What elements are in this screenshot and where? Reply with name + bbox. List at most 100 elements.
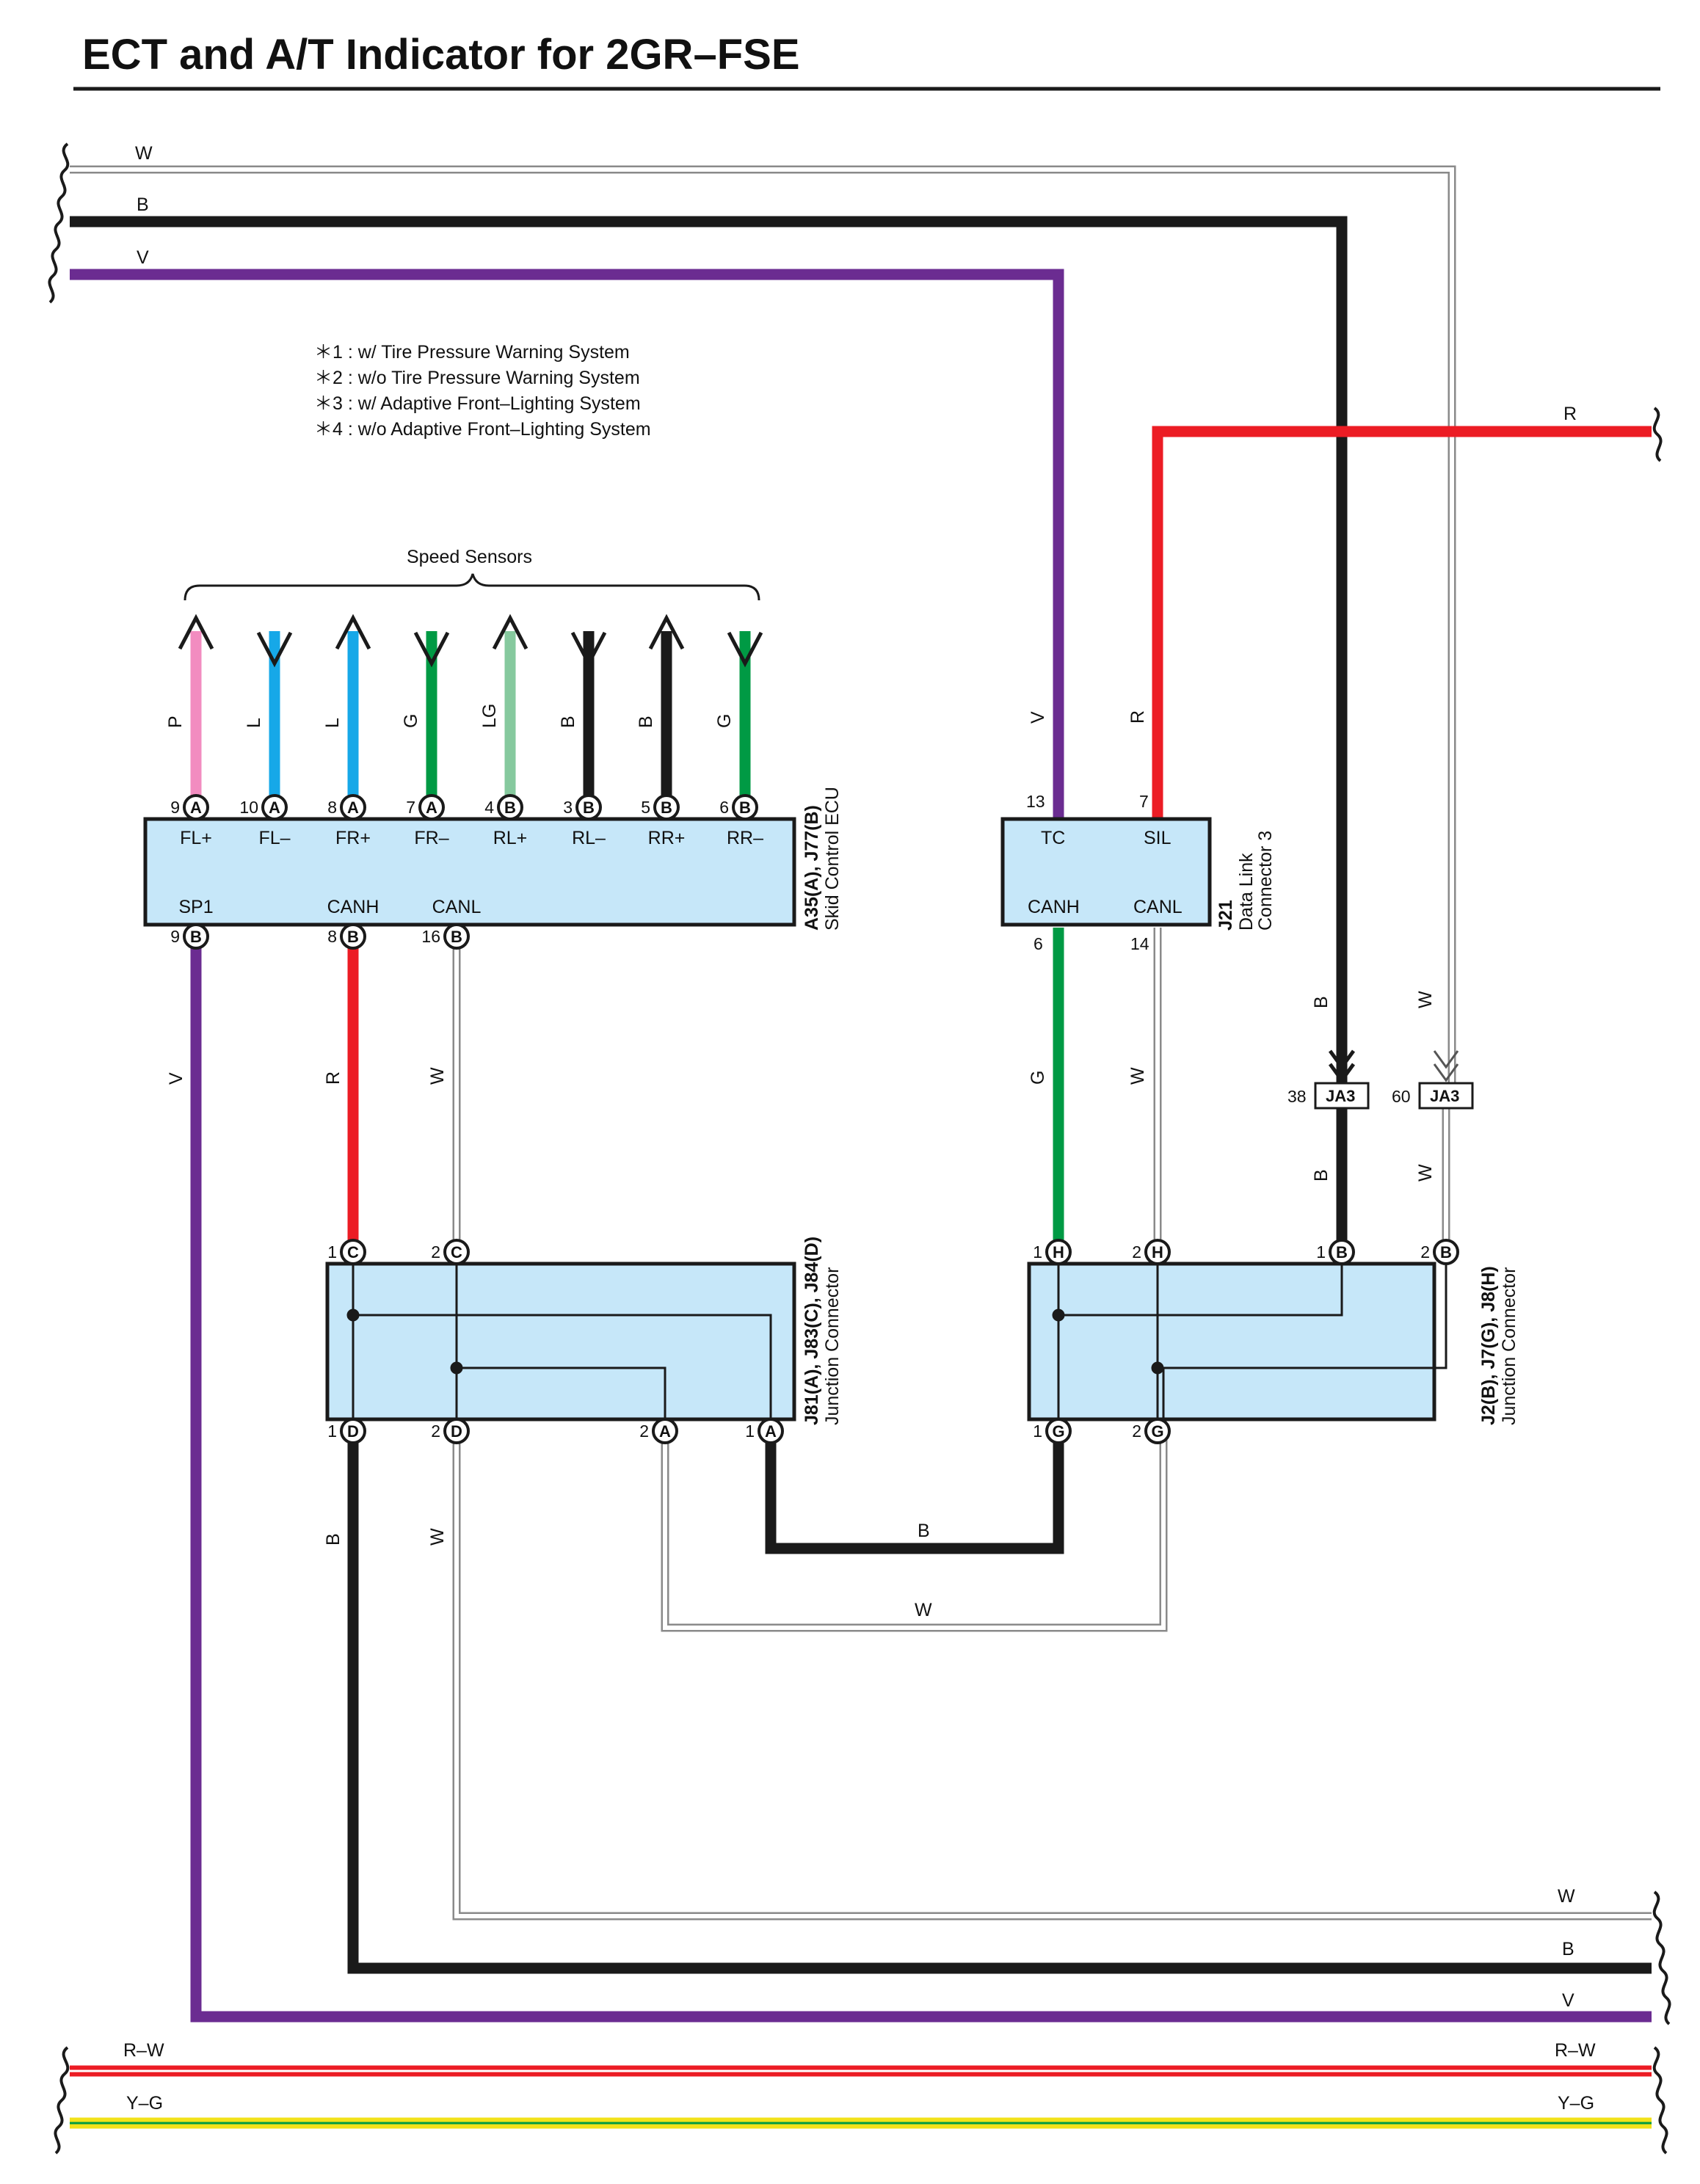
ecu-pin-CANL-letter: B	[451, 928, 462, 946]
jc-left-pin-1A-letter: A	[765, 1422, 777, 1441]
ecu-pin-label: SP1	[178, 897, 213, 917]
ecu-pin-FR+-letter: A	[347, 798, 359, 817]
speed-sensors-label: Speed Sensors	[407, 547, 532, 567]
ecu-pin-CANH-letter: B	[347, 928, 359, 946]
vlabel-ecu-canh: R	[323, 1071, 344, 1085]
dlc3-name-1: Data Link	[1236, 853, 1257, 931]
label-bot-w: W	[1558, 1886, 1575, 1907]
ecu-pin-RR+-letter: B	[661, 798, 672, 817]
vlabel-ja3-38-in: B	[1311, 996, 1332, 1008]
ecu-pin-CANH: B	[340, 923, 366, 950]
jc-left-pin-number: 2	[639, 1422, 649, 1441]
dlc3-box	[1000, 817, 1212, 927]
ecu-pin-FR+: A	[340, 794, 366, 820]
ecu-pin-number: 9	[170, 798, 180, 817]
jc-left-pin-2C-letter: C	[451, 1243, 462, 1262]
jc-right-pin-2H: H	[1144, 1239, 1171, 1265]
jc-right-pin-1H-letter: H	[1053, 1243, 1064, 1262]
jc-left-pin-2A-letter: A	[659, 1422, 671, 1441]
jc-right-pin-number: 2	[1420, 1242, 1430, 1262]
ecu-pin-number: 9	[170, 927, 180, 946]
sensor-arrow-up-icon	[335, 614, 371, 650]
wire-mid-b	[765, 1434, 1064, 1554]
ecu-pin-RR–-letter: B	[739, 798, 751, 817]
sensor-arrow-up-icon	[648, 614, 685, 650]
label-mid-w: W	[915, 1600, 932, 1620]
vlabel-dlc-sil: R	[1127, 710, 1148, 724]
jc-right-pin-1G-letter: G	[1052, 1422, 1064, 1441]
jc-right-internal	[1052, 1264, 1447, 1419]
ecu-pin-label: FR–	[414, 828, 448, 848]
ecu-pin-FR–: A	[418, 794, 445, 820]
sensor-arrow-down-icon	[413, 631, 450, 668]
jc-left-pin-number: 1	[327, 1422, 337, 1441]
jc-right-pin-1B-letter: B	[1336, 1243, 1348, 1262]
ecu-pin-label: RR–	[727, 828, 763, 848]
ecu-pin-label: RR+	[648, 828, 686, 848]
ecu-pin-label: CANH	[327, 897, 379, 917]
dlc3-pin-tc-num: 13	[1026, 792, 1045, 811]
ecu-pin-FR–-letter: A	[426, 798, 437, 817]
ecu-pin-RL+: B	[497, 794, 523, 820]
ecu-pin-FL–-letter: A	[269, 798, 280, 817]
break-marks	[48, 142, 1671, 2155]
sensor-arrow-up-icon	[178, 614, 214, 650]
sensor-arrow-down-icon	[727, 631, 763, 668]
sensor-arrow-down-icon	[256, 631, 293, 668]
ecu-pin-RR+: B	[653, 794, 680, 820]
skid-ecu-code: A35(A), J77(B)	[802, 805, 822, 931]
note-4: ＊4 : w/o Adaptive Front–Lighting System	[314, 419, 651, 440]
ecu-pin-RL–-letter: B	[583, 798, 595, 817]
ja3-38-label: JA3	[1326, 1087, 1355, 1105]
sensor-wire-color-label: L	[322, 718, 343, 728]
ecu-pin-number: 6	[719, 798, 729, 817]
jc-left-pin-1C: C	[340, 1239, 366, 1265]
jc-left-internal	[346, 1264, 772, 1419]
dlc3-pin-canh-num: 6	[1034, 934, 1043, 953]
jc-left-pin-1A: A	[758, 1418, 784, 1444]
sensor-arrow-up-icon	[492, 614, 528, 650]
sensor-wire-color-label: B	[636, 716, 656, 728]
ecu-pin-label: FL–	[258, 828, 290, 848]
vlabel-dlc-canl: W	[1127, 1067, 1148, 1085]
wire-ecu-sp1	[190, 939, 1652, 2023]
label-rw-left: R–W	[123, 2040, 164, 2061]
ecu-pin-label: RL–	[572, 828, 606, 848]
skid-ecu-box	[143, 817, 796, 927]
jc-right-box	[1027, 1262, 1436, 1422]
jc-right-pin-1H: H	[1045, 1239, 1072, 1265]
note-2: ＊2 : w/o Tire Pressure Warning System	[314, 368, 640, 388]
note-1: ＊1 : w/ Tire Pressure Warning System	[314, 342, 630, 363]
jc-right-pin-2B-letter: B	[1440, 1243, 1452, 1262]
ecu-pin-label: RL+	[493, 828, 528, 848]
ecu-pin-FL+-letter: A	[190, 798, 202, 817]
ecu-pin-label: FL+	[180, 828, 212, 848]
vlabel-ja3-60-out: W	[1415, 1164, 1436, 1182]
ecu-pin-RR–: B	[732, 794, 758, 820]
vlabel-ja3-60-in: W	[1415, 991, 1436, 1008]
label-top-w: W	[135, 143, 153, 164]
vlabel-dlc-canh: G	[1028, 1071, 1048, 1085]
speed-sensors-brace	[184, 573, 760, 601]
sensor-arrow-down-icon	[570, 631, 607, 668]
jc-right-pin-number: 1	[1033, 1422, 1042, 1441]
jc-left-pin-2D-letter: D	[451, 1422, 462, 1441]
jc-left-pin-1C-letter: C	[347, 1243, 359, 1262]
dlc3-pin-sil-num: 7	[1139, 792, 1149, 811]
dlc3-pin-canl-label: CANL	[1133, 897, 1183, 917]
jc-right-pin-number: 2	[1132, 1242, 1141, 1262]
sensor-wire-color-label: G	[714, 714, 735, 728]
jc-right-name: Junction Connector	[1499, 1267, 1519, 1425]
jc-left-name: Junction Connector	[822, 1267, 843, 1425]
label-bot-v: V	[1562, 1990, 1574, 2011]
ecu-pin-number: 8	[327, 927, 337, 946]
ecu-pin-number: 3	[563, 798, 573, 817]
ja3-60-num: 60	[1392, 1087, 1411, 1106]
dlc3-pin-canh-label: CANH	[1028, 897, 1080, 917]
sensor-wire-color-label: G	[401, 714, 421, 728]
label-yg-right: Y–G	[1558, 2093, 1594, 2114]
ja3-arrows	[1328, 1049, 1459, 1084]
